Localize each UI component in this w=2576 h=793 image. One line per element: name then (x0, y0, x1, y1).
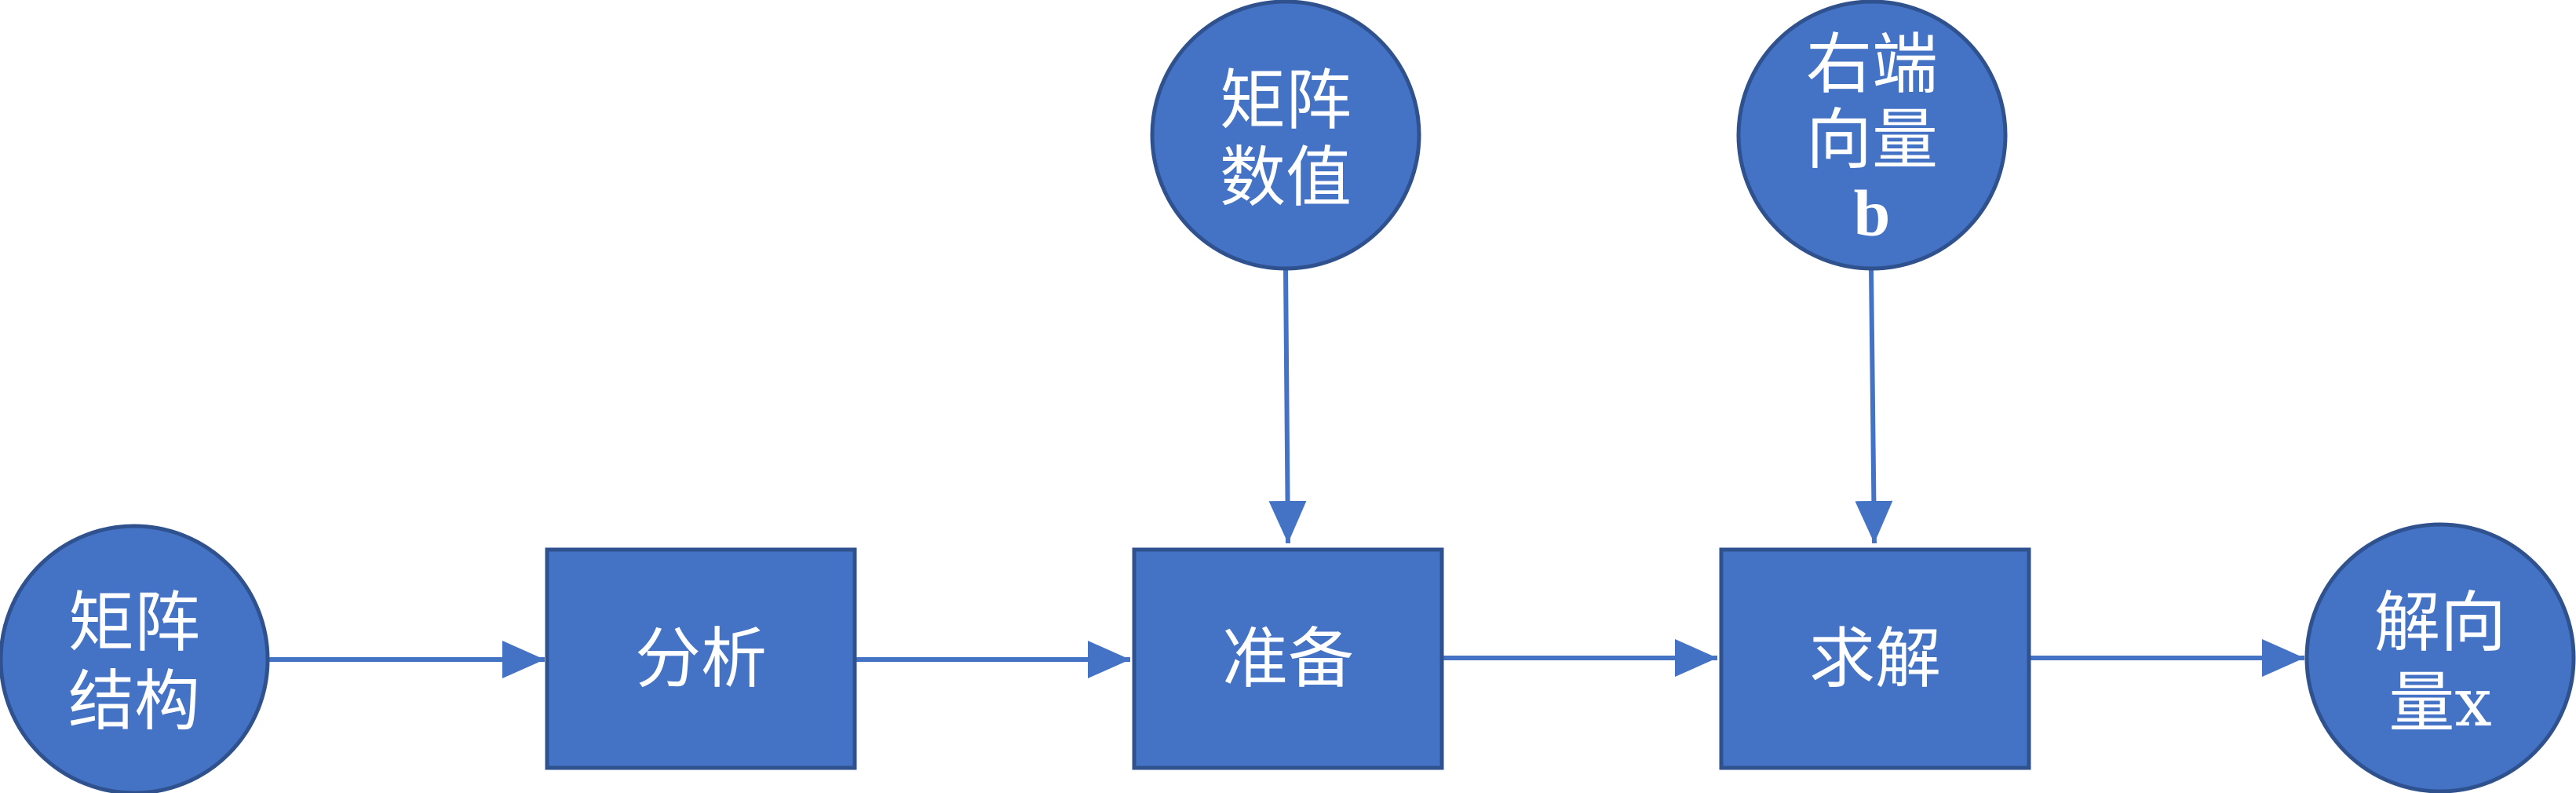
node-analyze: 分析 (545, 547, 857, 770)
edge-rhs-to-solve (1855, 268, 1893, 544)
node-label-line: 准备 (1222, 620, 1354, 697)
node-label-line: 向量 (1806, 101, 1938, 178)
node-label-line: 矩阵 (68, 584, 200, 661)
node-prepare: 准备 (1132, 547, 1444, 770)
node-rhs-vector: 右端 向量 b (1736, 0, 2008, 271)
node-solve: 求解 (1719, 547, 2031, 770)
node-matrix-structure: 矩阵 结构 (0, 524, 270, 793)
node-label-line: 分析 (635, 620, 767, 697)
node-label-line: 数值 (1220, 139, 1352, 216)
node-label-line: 结构 (68, 663, 200, 740)
node-label-line: 解向 (2374, 584, 2506, 661)
node-label-line: 右端 (1806, 26, 1938, 103)
node-label-line: 量x (2388, 664, 2491, 741)
node-matrix-values: 矩阵 数值 (1150, 0, 1421, 271)
node-label-line: 矩阵 (1220, 62, 1352, 139)
node-label-line: b (1854, 177, 1891, 250)
edge-values-to-prepare (1268, 268, 1307, 544)
node-label-line: 求解 (1809, 620, 1941, 697)
node-solution-vector: 解向 量x (2304, 522, 2576, 793)
